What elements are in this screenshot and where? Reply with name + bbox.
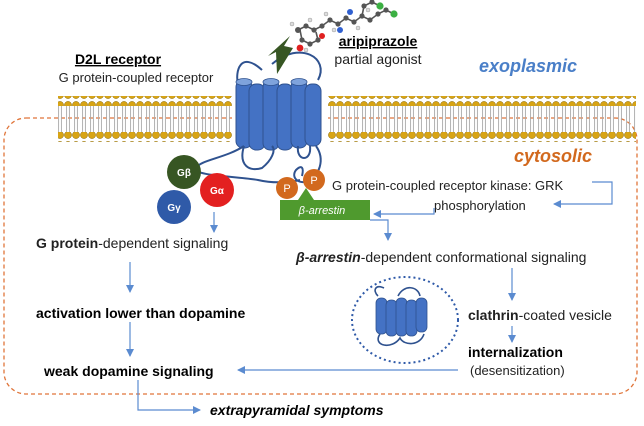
grk-line1: G protein-coupled receptor kinase: GRK — [332, 178, 564, 193]
d2l-receptor-graphic — [194, 51, 322, 184]
arrow-weak-to-symptoms — [137, 380, 201, 414]
agonist-arrow — [268, 36, 293, 74]
arrow-phosphorylation-to-arrestin — [373, 208, 435, 218]
g-alpha-subunit — [200, 173, 234, 207]
grk-line2: phosphorylation — [434, 198, 526, 213]
receptor-subtitle: G protein-coupled receptor — [59, 70, 214, 85]
membrane-bilayer — [58, 94, 636, 144]
arrow-grk-to-phosphorylation — [553, 181, 613, 208]
activation-text: activation lower than dopamine — [36, 305, 245, 321]
arrestin-complex: β-arrestin P P — [276, 169, 370, 220]
exoplasmic-label: exoplasmic — [479, 56, 577, 76]
desensitization-text: (desensitization) — [470, 363, 565, 378]
phosphate-left-label: P — [283, 183, 290, 195]
phosphate-right-label: P — [310, 175, 317, 187]
drug-subtitle: partial agonist — [334, 51, 421, 67]
g-alpha-label: Gα — [210, 186, 225, 197]
cytosolic-label: cytosolic — [514, 146, 592, 166]
molecule-structure-icon — [289, 0, 398, 53]
g-beta-subunit — [167, 155, 201, 189]
flow-arrows — [126, 181, 613, 414]
g-gamma-subunit — [157, 190, 191, 224]
drug-title: aripiprazole — [339, 33, 418, 49]
extrapyramidal-text: extrapyramidal symptoms — [210, 402, 384, 418]
clathrin-text: clathrin-coated vesicle — [468, 307, 612, 323]
phosphate-left — [276, 177, 298, 199]
arrestin-block — [280, 188, 370, 220]
phosphate-right — [303, 169, 325, 191]
g-protein-complex: Gβ Gα Gγ — [157, 155, 234, 224]
internalization-text: internalization — [468, 344, 563, 360]
arrestin-signaling: β-arrestin-dependent conformational sign… — [295, 249, 586, 265]
receptor-title: D2L receptor — [75, 51, 162, 67]
arrestin-label: β-arrestin — [298, 205, 346, 217]
g-protein-signaling: G protein-dependent signaling — [36, 235, 228, 251]
clathrin-vesicle — [351, 276, 459, 364]
g-beta-label: Gβ — [177, 168, 191, 179]
g-gamma-label: Gγ — [167, 203, 181, 214]
arrow-arrestin-to-conformational — [370, 219, 392, 241]
weak-signaling-text: weak dopamine signaling — [43, 363, 214, 379]
